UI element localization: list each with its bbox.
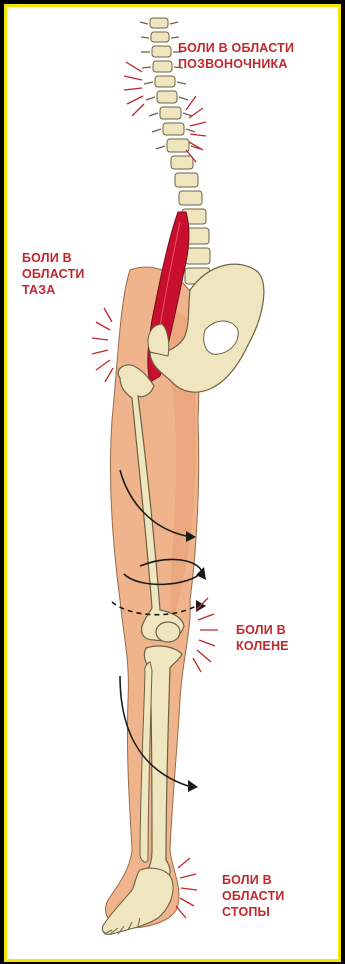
label-spine-pain: БОЛИ В ОБЛАСТИ ПОЗВОНОЧНИКА (178, 40, 294, 72)
label-knee-line2: КОЛЕНЕ (236, 638, 289, 654)
label-pelvis-line1: БОЛИ В (22, 250, 85, 266)
label-pelvis-line3: ТАЗА (22, 282, 85, 298)
pain-mark-knee (193, 598, 218, 672)
label-pelvis-pain: БОЛИ В ОБЛАСТИ ТАЗА (22, 250, 85, 298)
patella (156, 622, 180, 642)
label-spine-line1: БОЛИ В ОБЛАСТИ (178, 40, 294, 56)
label-pelvis-line2: ОБЛАСТИ (22, 266, 85, 282)
label-foot-pain: БОЛИ В ОБЛАСТИ СТОПЫ (222, 872, 285, 920)
pain-mark-foot (176, 858, 197, 918)
label-foot-line1: БОЛИ В (222, 872, 285, 888)
pain-mark-pelvis (92, 308, 113, 382)
label-knee-pain: БОЛИ В КОЛЕНЕ (236, 622, 289, 654)
label-foot-line3: СТОПЫ (222, 904, 285, 920)
pain-mark-spine-right (186, 96, 206, 162)
label-knee-line1: БОЛИ В (236, 622, 289, 638)
label-foot-line2: ОБЛАСТИ (222, 888, 285, 904)
label-spine-line2: ПОЗВОНОЧНИКА (178, 56, 294, 72)
pain-mark-spine-left (124, 62, 144, 116)
